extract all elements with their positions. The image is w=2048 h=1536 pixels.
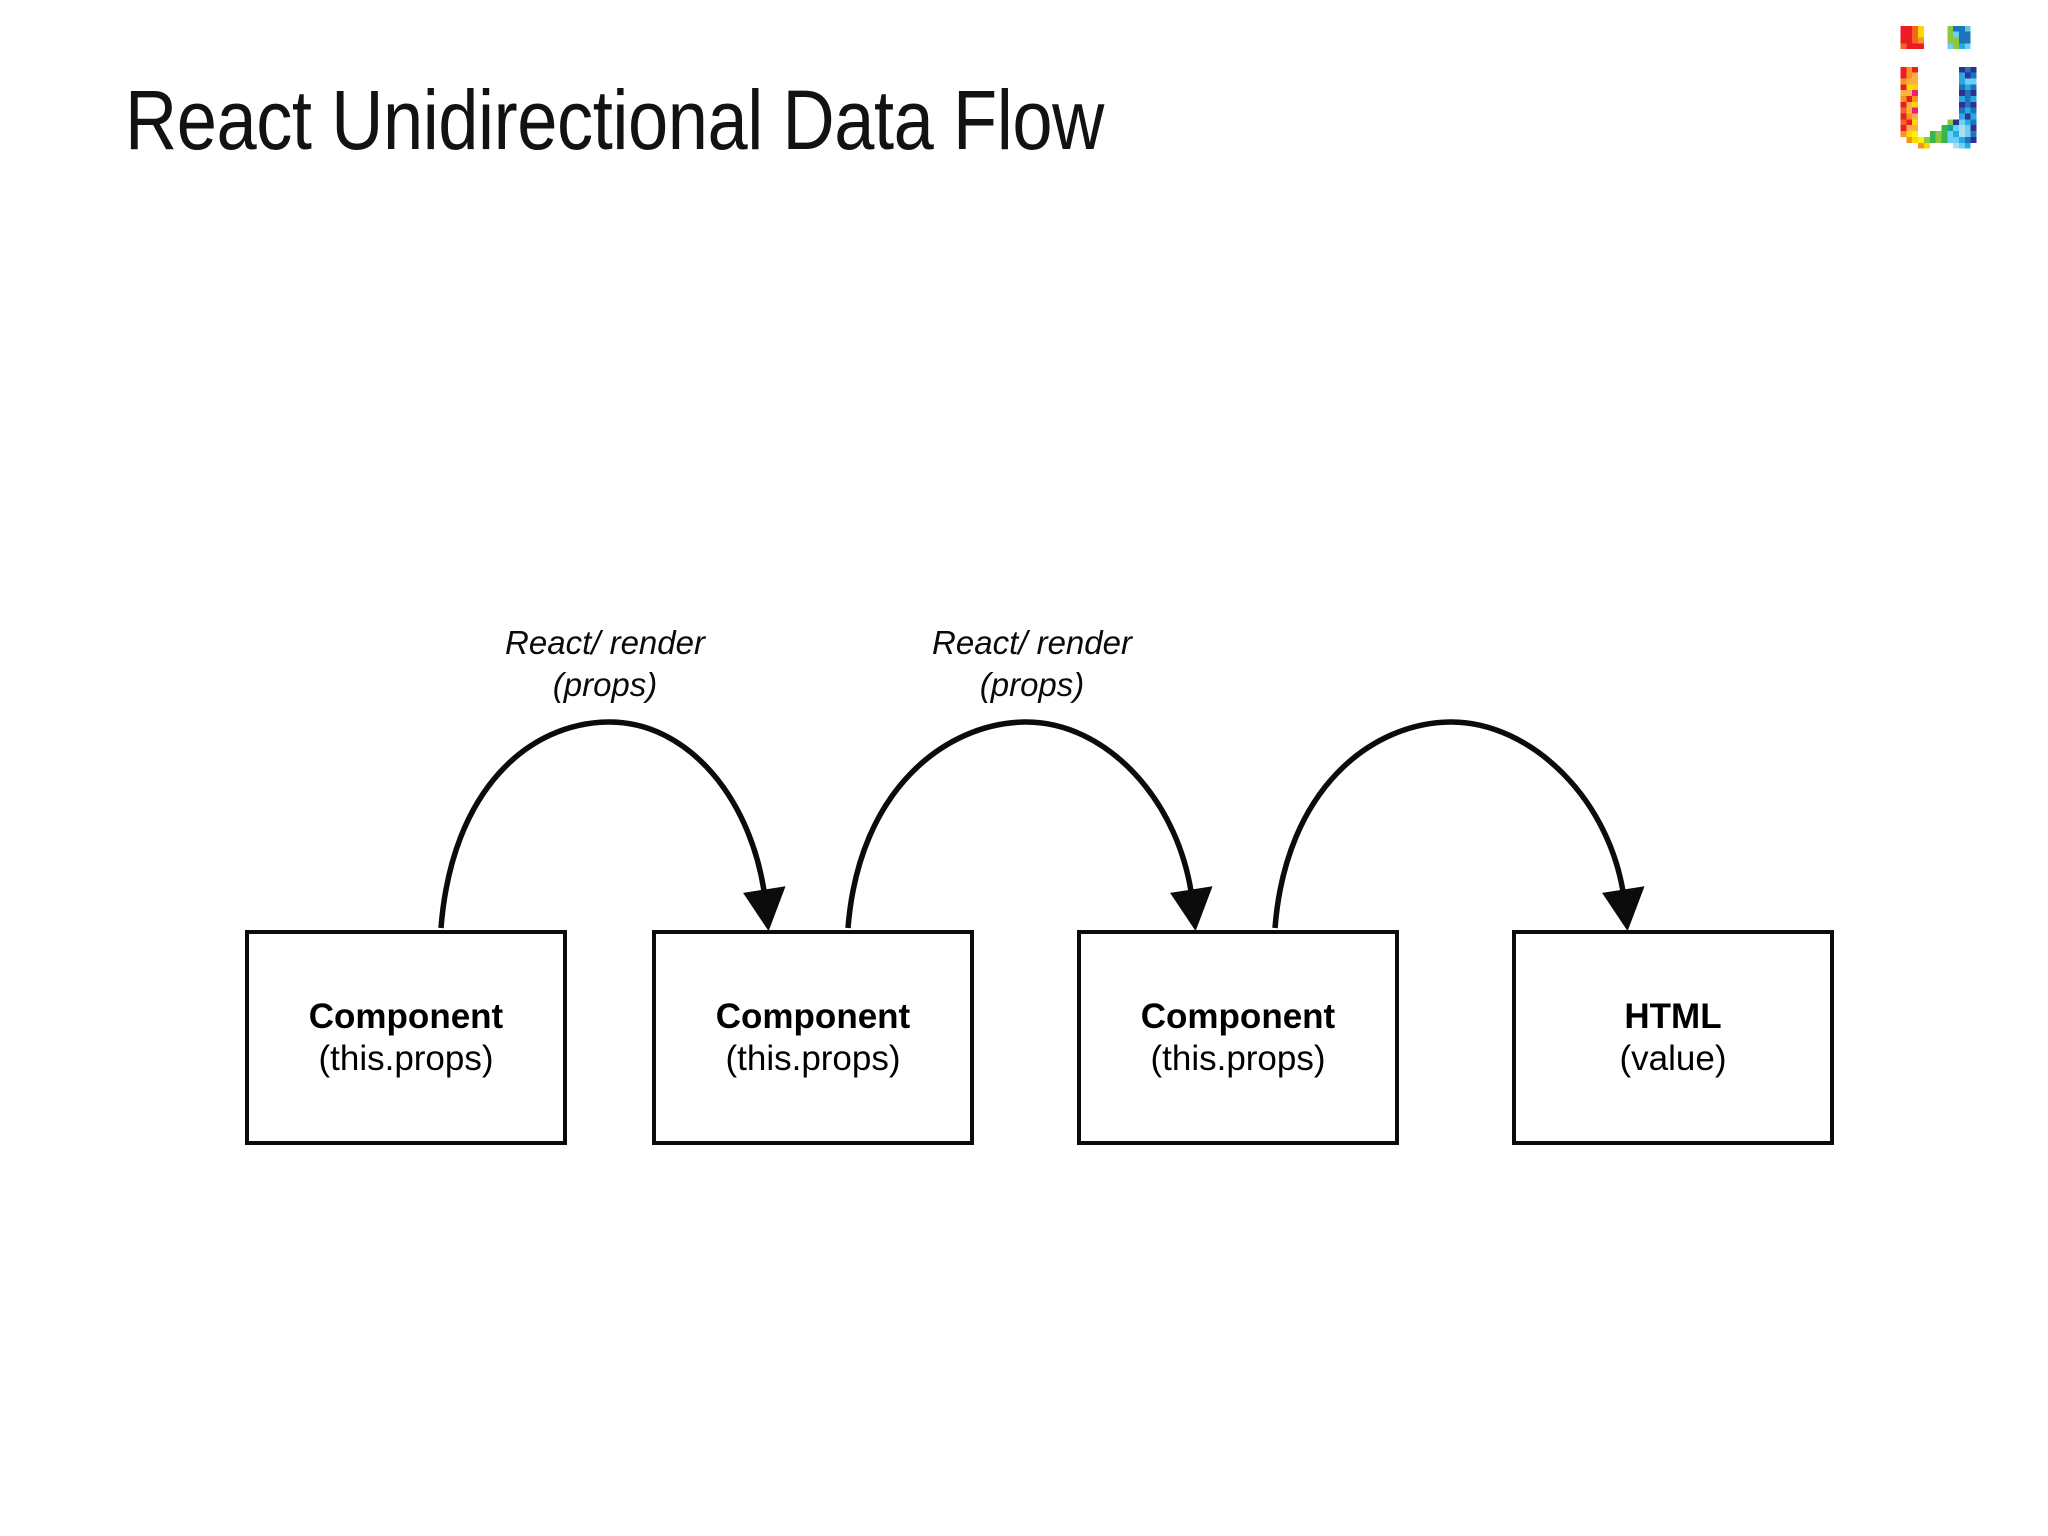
node-component-3[interactable]: Component (this.props) [1077, 930, 1399, 1145]
flow-label-2: React/ render (props) [932, 622, 1132, 705]
node-component-1-subtitle: (this.props) [318, 1038, 494, 1078]
node-html-output[interactable]: HTML (value) [1512, 930, 1834, 1145]
flow-arrow-3 [1272, 719, 1645, 932]
node-component-3-title: Component [1140, 997, 1336, 1037]
flow-arrow-1 [438, 719, 786, 932]
flow-label-2-line1: React/ render [932, 624, 1132, 661]
pixelated-u-logo [1893, 20, 2025, 172]
node-component-2-subtitle: (this.props) [725, 1038, 901, 1078]
node-component-2[interactable]: Component (this.props) [652, 930, 974, 1145]
node-component-1[interactable]: Component (this.props) [245, 930, 567, 1145]
page-title: React Unidirectional Data Flow [125, 73, 1104, 167]
flow-label-1-line1: React/ render [505, 624, 705, 661]
node-html-output-title: HTML [1624, 997, 1722, 1037]
node-component-3-subtitle: (this.props) [1150, 1038, 1326, 1078]
node-component-1-title: Component [308, 997, 504, 1037]
flow-label-2-line2: (props) [979, 665, 1085, 703]
node-html-output-subtitle: (value) [1619, 1038, 1727, 1078]
flow-label-1-line2: (props) [552, 665, 658, 703]
node-component-2-title: Component [715, 997, 911, 1037]
flow-label-1: React/ render (props) [505, 622, 705, 705]
flow-arrow-2 [845, 719, 1213, 932]
